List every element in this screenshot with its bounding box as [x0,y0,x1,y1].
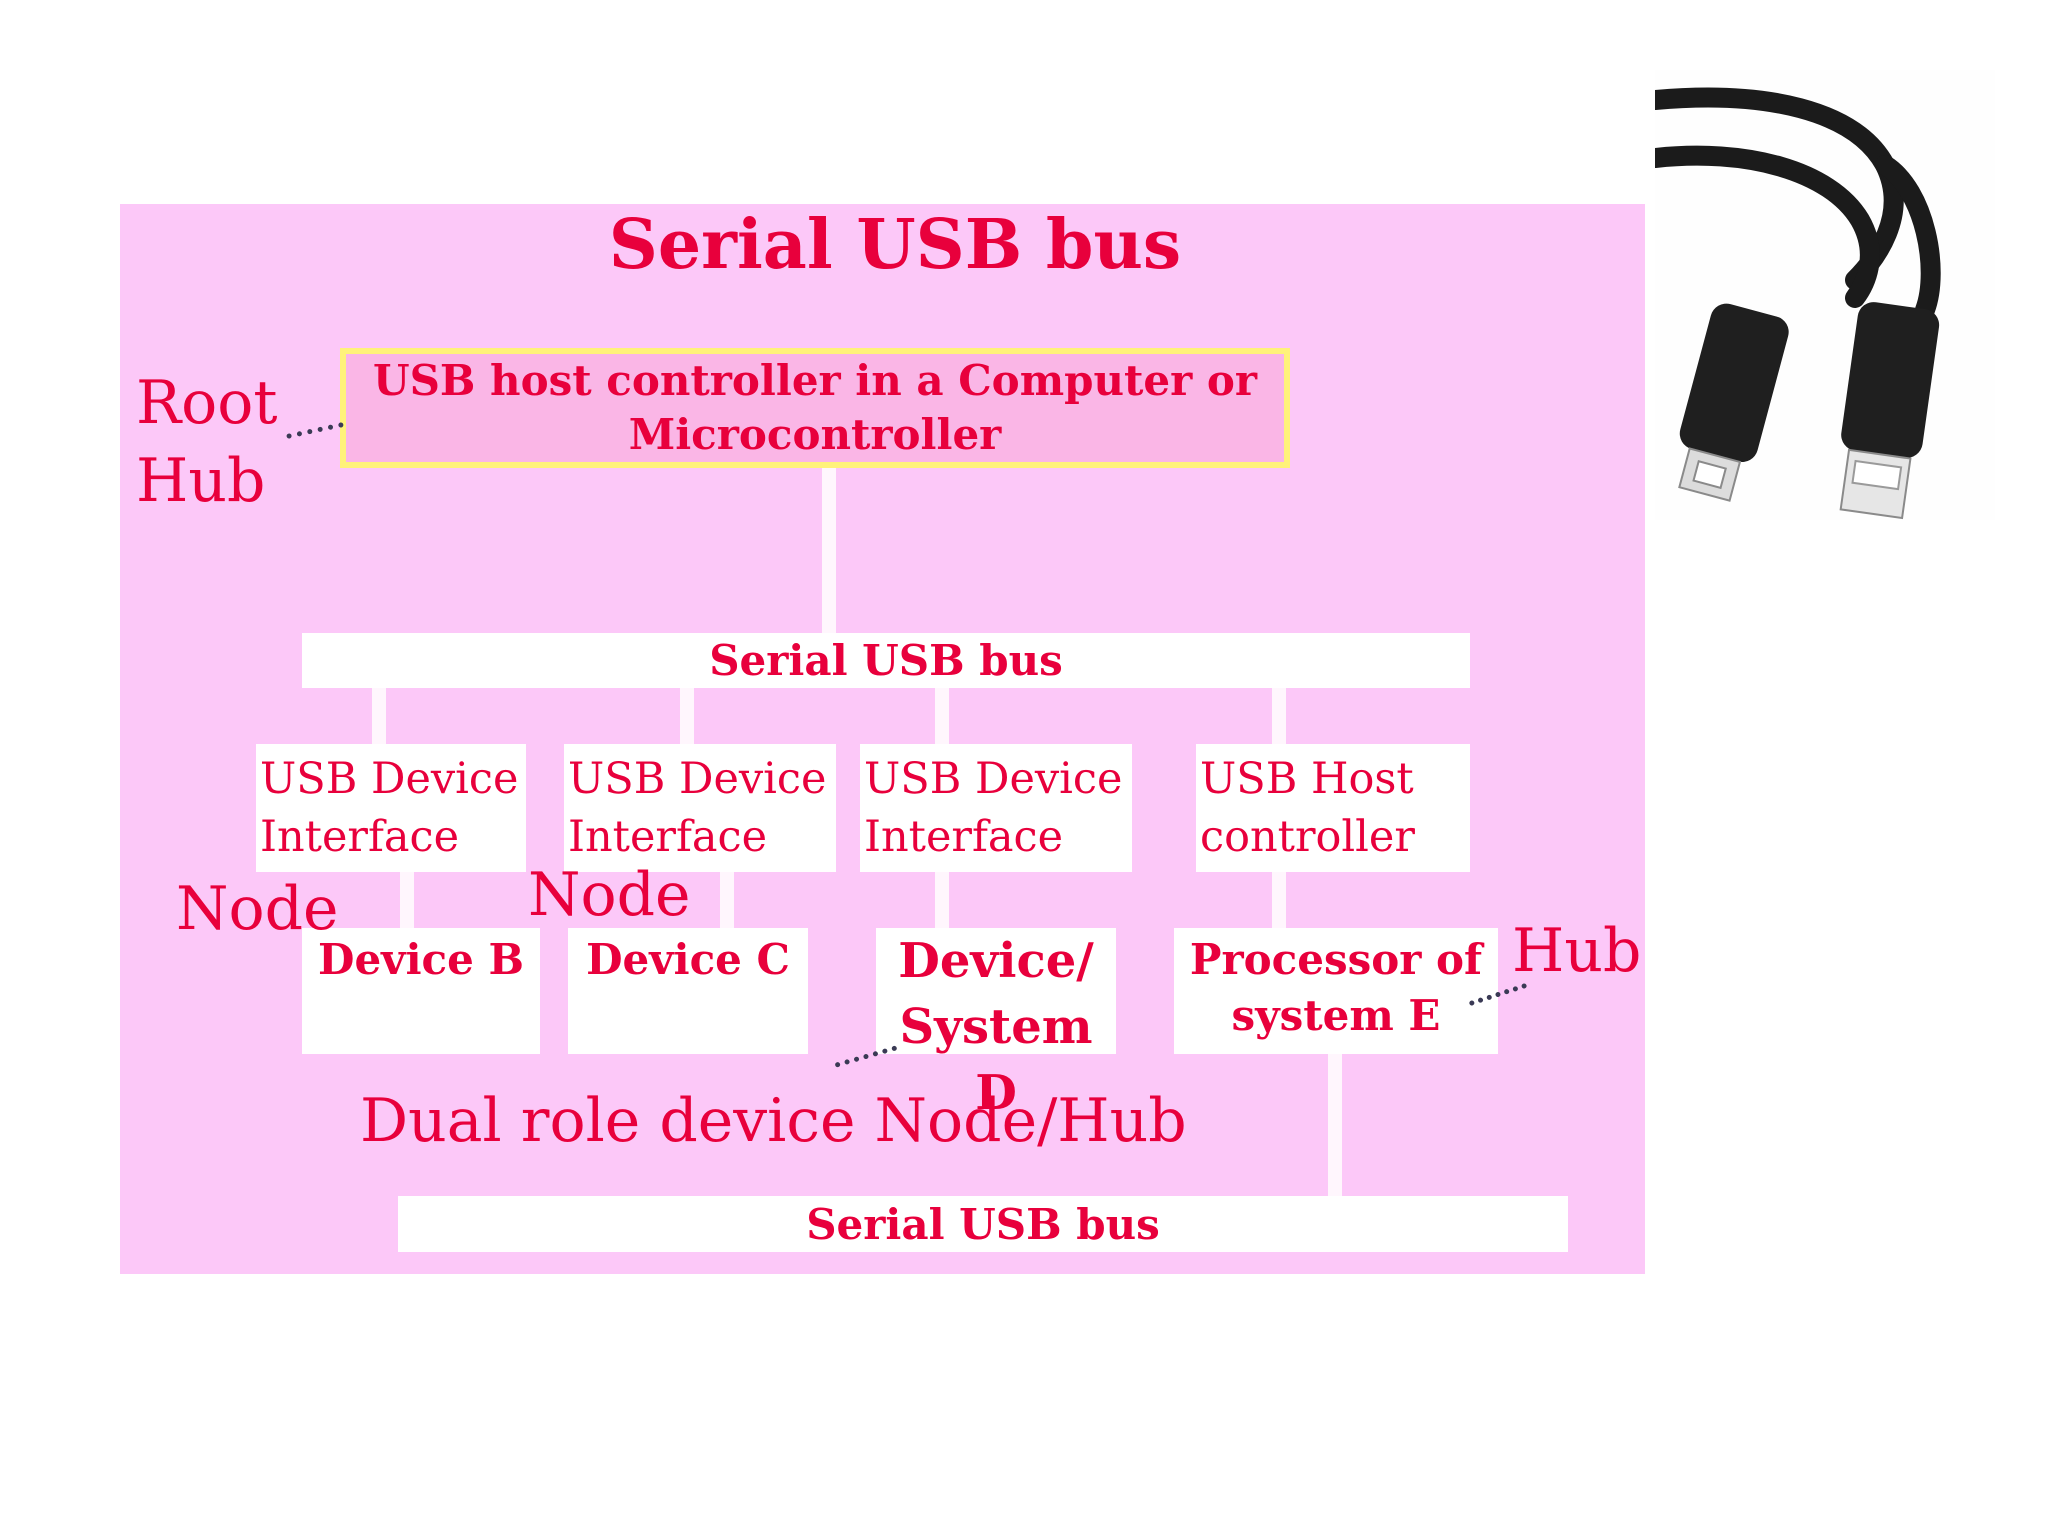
serial-usb-bus-top-label: Serial USB bus [709,636,1063,685]
interface-2-line1: USB Device [568,750,836,808]
interface-1-line1: USB Device [260,750,526,808]
interface-4-line1: USB Host [1200,750,1470,808]
device-c-label: Device C [568,932,808,988]
host-controller-line1: USB host controller in a Computer or [373,354,1257,408]
label-node-2: Node [528,856,691,934]
device-c: Device C [568,928,808,1054]
interface-4-line2: controller [1200,808,1470,866]
usb-device-interface-1: USB Device Interface [256,744,526,872]
usb-device-interface-3: USB Device Interface [860,744,1132,872]
interface-1-line2: Interface [260,808,526,866]
connector-bus-to-iface-2 [680,688,694,744]
connector-bus-to-iface-1 [372,688,386,744]
processor-e-line1: Processor of [1174,932,1498,988]
label-root: Root [136,364,278,442]
label-node-1: Node [176,870,339,948]
interface-3-line2: Interface [864,808,1132,866]
usb-cable-image [1655,70,1995,520]
host-controller-line2: Microcontroller [629,408,1002,462]
label-hub: Hub [1512,912,1641,990]
connector-iface-to-device-4 [1272,872,1286,928]
label-hub-root: Hub [136,442,278,520]
serial-usb-bus-top: Serial USB bus [302,633,1470,688]
connector-device-to-bottom-bus [1328,1054,1342,1196]
connector-bus-to-iface-3 [935,688,949,744]
connector-bus-to-iface-4 [1272,688,1286,744]
device-system-d: Device/ System D [876,928,1116,1054]
usb-device-interface-2: USB Device Interface [564,744,836,872]
label-dual-role: Dual role device Node/Hub [360,1082,1187,1160]
usb-host-controller-interface: USB Host controller [1196,744,1470,872]
connector-iface-to-device-3 [935,872,949,928]
interface-3-line1: USB Device [864,750,1132,808]
connector-host-to-bus [822,468,836,633]
label-root-hub: Root Hub [136,364,278,520]
device-d-line1: Device/ [876,928,1116,994]
connector-iface-to-device-1 [400,872,414,928]
serial-usb-bus-bottom: Serial USB bus [398,1196,1568,1252]
processor-e-line2: system E [1174,988,1498,1044]
usb-host-controller-box: USB host controller in a Computer or Mic… [340,348,1290,468]
serial-usb-bus-bottom-label: Serial USB bus [806,1200,1160,1249]
diagram-title: Serial USB bus [0,205,1790,285]
connector-iface-to-device-2 [720,872,734,928]
processor-system-e: Processor of system E [1174,928,1498,1054]
